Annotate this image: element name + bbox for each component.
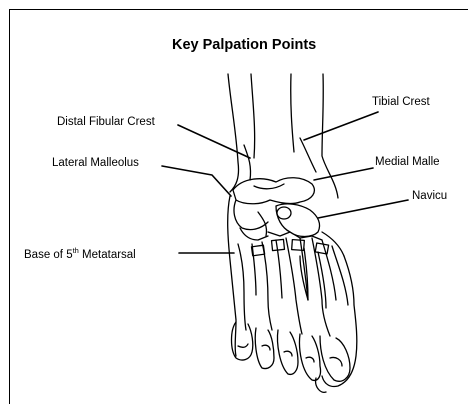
metatarsal-bones: [238, 238, 348, 336]
leader-medial-malleolus: [314, 168, 373, 180]
label-navicular: Navicu: [412, 190, 447, 202]
label-base-5th-metatarsal: Base of 5th Metatarsal: [24, 246, 136, 261]
label-base-5th-suffix: Metatarsal: [79, 249, 136, 261]
leader-lines: [162, 112, 408, 253]
label-distal-fibular-crest: Distal Fibular Crest: [57, 116, 155, 128]
leader-tibial-crest: [304, 112, 378, 140]
label-lateral-malleolus: Lateral Malleolus: [52, 157, 139, 169]
diagram-title: Key Palpation Points: [172, 37, 316, 53]
label-base-5th-prefix: Base of 5: [24, 249, 73, 261]
toes: [232, 322, 351, 392]
leader-distal-fibular-crest: [178, 125, 250, 158]
leader-lateral-malleolus: [162, 166, 231, 196]
leader-navicular: [318, 200, 408, 218]
label-medial-malleolus: Medial Malle: [375, 156, 440, 168]
label-tibial-crest: Tibial Crest: [372, 96, 430, 108]
